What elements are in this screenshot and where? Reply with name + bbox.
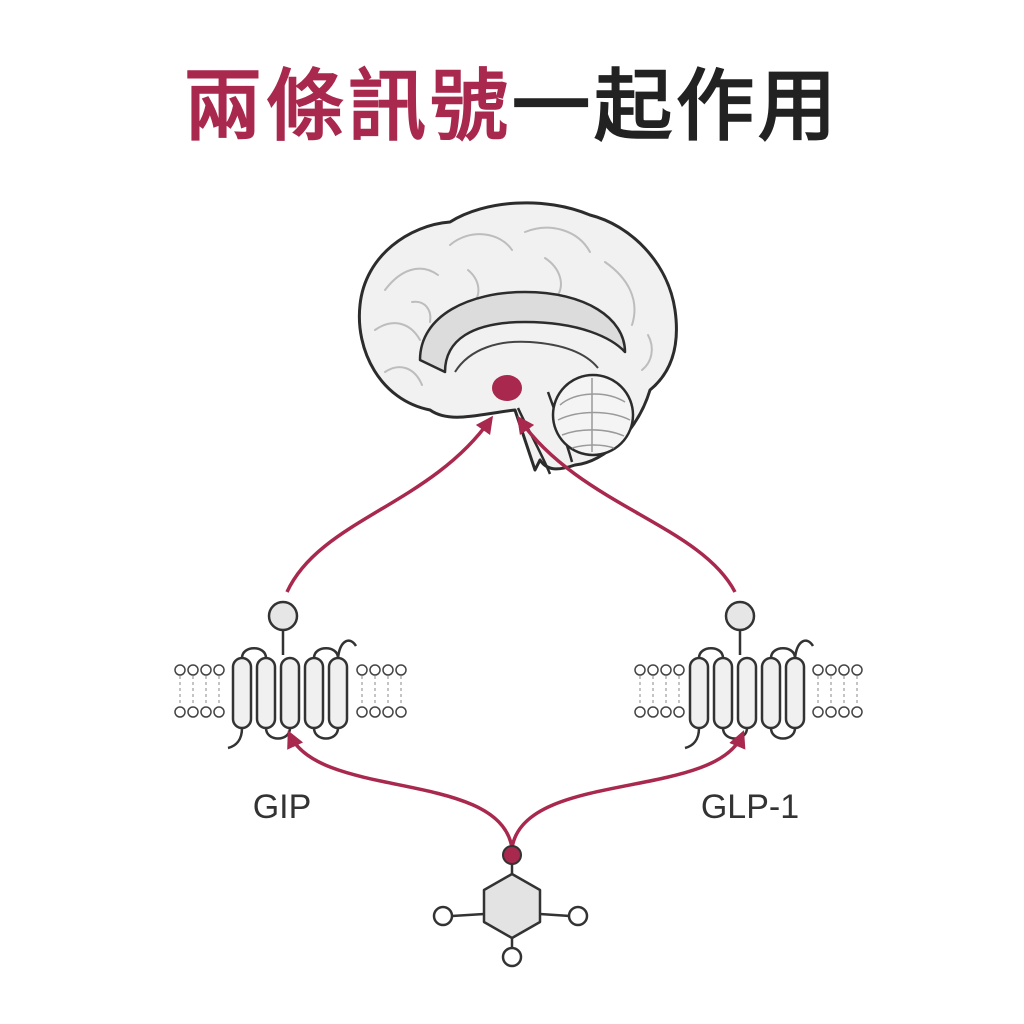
title-rest: 一起作用 [512,62,841,152]
arrow-molecule-to-gip [287,730,514,849]
arrow-glp1-to-brain [516,415,737,593]
molecule-icon [432,845,589,968]
receptor-icon [174,600,407,750]
glp1-label: GLP-1 [701,788,799,826]
page-title: 兩條訊號一起作用 [0,52,1024,162]
arrow-molecule-to-glp1 [510,730,746,849]
gip-label: GIP [253,788,312,826]
title-highlight: 兩條訊號 [183,62,512,152]
receptor-icon [634,600,863,750]
hypothalamus-target [492,375,522,401]
brain-icon [357,201,678,475]
arrow-gip-to-brain [285,415,494,593]
